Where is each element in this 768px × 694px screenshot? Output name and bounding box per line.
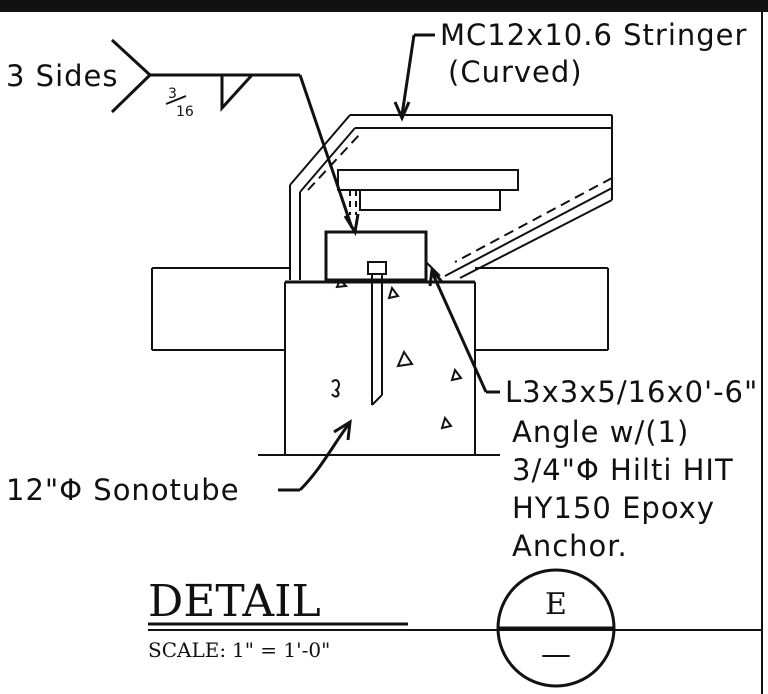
stringer-leader (393, 33, 435, 122)
weld-sides-label: 3 Sides (6, 59, 119, 93)
weld-size-denominator: 16 (176, 104, 194, 120)
stringer-label-line2: (Curved) (448, 55, 583, 89)
concrete-pier (258, 278, 500, 456)
scale-label: SCALE: (148, 638, 226, 662)
anchor-bolt (367, 261, 387, 406)
sonotube-leader (278, 419, 352, 492)
stringer-channel (289, 114, 613, 280)
angle-label-line4: HY150 Epoxy (512, 491, 715, 525)
bubble-sheet: — (541, 637, 571, 672)
angle-clip (324, 230, 441, 282)
detail-title: DETAIL (148, 576, 321, 627)
bubble-letter: E (545, 587, 567, 622)
bearing-plate (337, 169, 519, 215)
weld-symbol (110, 38, 360, 237)
sonotube-label: 12"Φ Sonotube (6, 473, 240, 507)
angle-label-line3: 3/4"Φ Hilti HIT (512, 453, 734, 487)
stringer-label-line1: MC12x10.6 Stringer (440, 18, 747, 52)
weld-size-numerator: 3 (168, 86, 177, 102)
angle-leader (428, 266, 500, 394)
angle-label-line2: Angle w/(1) (512, 415, 689, 449)
deck-slab (151, 267, 609, 351)
angle-label-line5: Anchor. (512, 529, 628, 563)
top-border (0, 0, 768, 12)
angle-label-line1: L3x3x5/16x0'-6" (505, 375, 758, 409)
scale-value: 1" = 1'-0" (232, 638, 330, 662)
weld-size-bar (165, 95, 187, 105)
